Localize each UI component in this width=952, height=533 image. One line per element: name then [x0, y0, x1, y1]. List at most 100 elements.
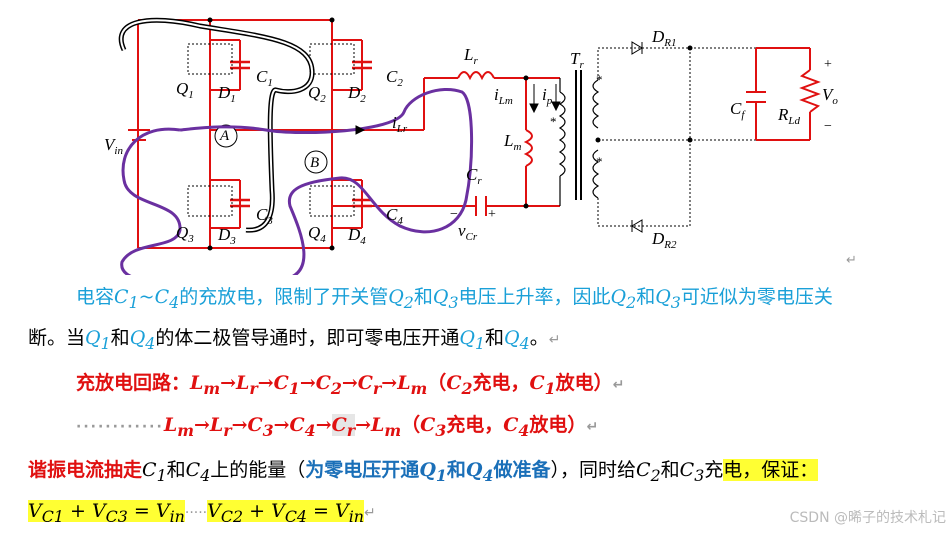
label-q3: Q3	[176, 223, 194, 245]
transformer	[558, 70, 600, 206]
var: C1	[142, 459, 167, 485]
label-d4: D4	[347, 225, 366, 247]
var: C1	[114, 286, 139, 312]
highlighted-text: 电，保证：	[723, 459, 819, 481]
text: 和	[166, 459, 186, 481]
text: 放电）	[555, 372, 613, 394]
label-node-a: A	[219, 128, 230, 144]
paragraph-line-3: 谐振电流抽走C1和C4上的能量（为零电压开通Q1和Q4做准备），同时给C2和C3…	[28, 455, 819, 485]
text: 充电，	[472, 372, 530, 394]
current-loop-1	[118, 17, 315, 233]
return-mark: ↵	[548, 332, 561, 348]
loop-line-2: ············Lm→Lr→C3→C4→Cr→Lm（C3充电，C4放电）…	[76, 410, 598, 440]
return-mark-figure: ↵	[846, 252, 857, 267]
text: 充	[704, 459, 724, 481]
paragraph-line-2: 断。当Q1和Q4的体二极管导通时，即可零电压开通Q1和Q4。↵	[28, 323, 560, 353]
text: 断。当	[28, 327, 86, 349]
text: 和	[660, 459, 680, 481]
label-cr: Cr	[466, 165, 482, 187]
text: 电容	[76, 286, 115, 308]
var: C4	[154, 286, 180, 312]
resonant-tank	[423, 71, 560, 216]
text: 和	[446, 459, 466, 481]
label-cr-plus: +	[488, 207, 496, 222]
text: ），同时给	[550, 459, 637, 481]
var: C2	[636, 459, 661, 485]
label-q2: Q2	[308, 83, 326, 105]
label-d3: D3	[217, 225, 236, 247]
watermark: CSDN @晞子的技术札记	[789, 510, 946, 526]
text: ~	[138, 286, 155, 308]
label-vo-minus: −	[824, 119, 832, 134]
var: C4	[503, 414, 530, 440]
label-cf: Cf	[730, 99, 746, 121]
text: 。	[529, 327, 549, 349]
var: Q4	[129, 327, 156, 353]
label-ip: ip	[542, 85, 553, 107]
current-loop-1-inner	[120, 19, 314, 232]
var: Q3	[655, 286, 681, 312]
label-node-b: B	[310, 155, 319, 171]
label-q4: Q4	[308, 223, 326, 245]
circuit-diagram: Vin Q1 D1 C1 Q2 D2 C2 A B Q3 D3 C3 Q4 D4…	[104, 17, 857, 275]
leader-dots: ·····	[184, 505, 208, 521]
label-vo-plus: +	[824, 57, 832, 72]
var: Q1	[419, 459, 447, 485]
text: 电压上升率，因此	[458, 286, 611, 308]
var: Q4	[465, 459, 494, 485]
label-c3: C3	[256, 205, 273, 227]
var: Q1	[85, 327, 111, 353]
loop-seq: Lm→Lr→C1→C2→Cr→Lm	[190, 372, 428, 398]
bridge-legs	[209, 20, 424, 248]
node-markers	[214, 124, 328, 174]
var: Q1	[459, 327, 486, 353]
text: 和	[636, 286, 656, 308]
var: C2	[446, 372, 473, 398]
loop-label: 充放电回路：	[76, 372, 191, 394]
loop-seq: Lm→Lr→C3→C4→Cr→Lm	[163, 414, 402, 440]
return-mark: ↵	[586, 419, 599, 435]
loop-line-1: 充放电回路：Lm→Lr→C1→C2→Cr→Lm（C2充电，C1放电）↵	[76, 368, 624, 398]
text: 和	[110, 327, 130, 349]
text: 和	[413, 286, 433, 308]
label-d1: D1	[217, 83, 236, 105]
text: 谐振电流抽走	[28, 459, 143, 481]
return-mark: ↵	[612, 377, 625, 393]
label-vcr: vCr	[458, 221, 478, 243]
label-dr1: DR1	[651, 27, 677, 49]
text: 的体二极管导通时，即可零电压开通	[155, 327, 460, 349]
return-mark: ↵	[364, 505, 376, 521]
equation-line: VC1 + VC3 = Vin·····VC2 + VC4 = Vin↵	[28, 500, 376, 526]
label-d2: D2	[347, 83, 366, 105]
var: Q2	[610, 286, 637, 312]
equation-2: VC2 + VC4 = Vin	[207, 500, 365, 526]
text: 做准备	[493, 459, 551, 481]
label-c1: C1	[256, 67, 273, 89]
text: 上的能量（	[210, 459, 306, 481]
text: 充电，	[446, 414, 504, 436]
label-tr: Tr	[570, 49, 584, 71]
text: 放电）	[529, 414, 587, 436]
var: C3	[420, 414, 447, 440]
label-lm: Lm	[503, 131, 521, 153]
var: Q3	[432, 286, 459, 312]
text: 和	[485, 327, 505, 349]
text: 为零电压开通	[305, 459, 420, 481]
label-vin: Vin	[104, 135, 123, 157]
snubber-capacitors	[230, 60, 372, 208]
label-lr: Lr	[463, 45, 478, 67]
var: C3	[679, 459, 705, 485]
diodes-secondary	[631, 41, 643, 233]
text: （	[427, 372, 447, 394]
label-q1: Q1	[176, 79, 194, 101]
dot-mark-3: *	[596, 154, 603, 169]
current-arrows	[355, 84, 561, 135]
label-ilm: iLm	[494, 85, 513, 107]
label-vo: Vo	[822, 85, 838, 107]
var: C1	[529, 372, 556, 398]
label-cr-minus: −	[450, 207, 458, 222]
current-loop-2	[120, 87, 474, 275]
label-c2: C2	[386, 67, 403, 89]
junction-dots	[207, 17, 693, 251]
var: Q2	[388, 286, 414, 312]
